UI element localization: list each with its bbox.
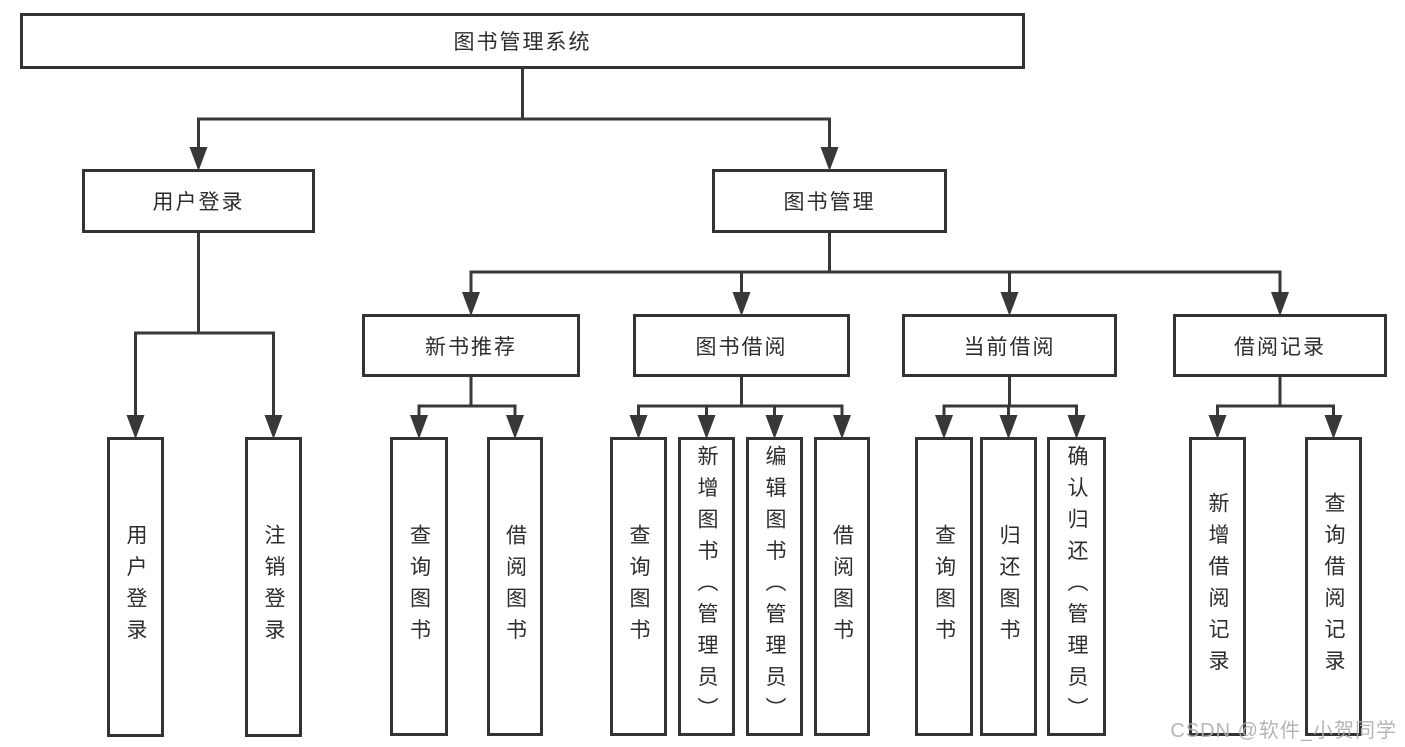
connector-arrowhead-nbr-query-books (410, 415, 428, 439)
node-cb-confirm-return: 确认归还（管理员） (1047, 437, 1106, 736)
node-book-mgmt: 图书管理 (712, 169, 947, 233)
connector-arrowhead-book-mgmt (820, 147, 839, 171)
node-bb-query-books: 查询图书 (610, 437, 667, 736)
node-label-cb-return-books: 归还图书 (997, 523, 1020, 650)
node-user-login-op: 用户登录 (107, 437, 164, 737)
node-nbr-query-books: 查询图书 (390, 437, 448, 736)
node-nbr-borrow-books: 借阅图书 (487, 437, 543, 736)
connector-arrowhead-borrow-records (1271, 292, 1289, 316)
connector-arrowhead-logout-op (264, 415, 283, 439)
node-label-root: 图书管理系统 (453, 31, 592, 54)
node-user-login: 用户登录 (82, 169, 315, 233)
node-label-bb-add-books: 新增图书（管理员） (695, 444, 718, 729)
node-borrow-records: 借阅记录 (1173, 314, 1387, 377)
node-label-cb-confirm-return: 确认归还（管理员） (1065, 444, 1088, 729)
node-br-add-record: 新增借阅记录 (1189, 437, 1246, 736)
connector-arrowhead-bb-borrow-books (833, 415, 851, 439)
connector-arrowhead-br-query-record (1324, 415, 1343, 439)
node-bb-edit-books: 编辑图书（管理员） (746, 437, 803, 736)
node-label-br-add-record: 新增借阅记录 (1206, 492, 1229, 681)
node-br-query-record: 查询借阅记录 (1305, 437, 1362, 736)
node-label-bb-edit-books: 编辑图书（管理员） (763, 444, 786, 729)
node-label-book-mgmt: 图书管理 (783, 191, 876, 214)
connector-arrowhead-user-login-op (126, 415, 145, 439)
node-cb-return-books: 归还图书 (980, 437, 1037, 736)
node-logout-op: 注销登录 (245, 437, 302, 737)
connector-arrowhead-br-add-record (1208, 415, 1227, 439)
connector-arrowhead-current-borrow (1000, 292, 1019, 316)
node-label-new-book-rec: 新书推荐 (425, 335, 517, 359)
connector-arrowhead-new-book-rec (462, 292, 480, 316)
node-label-cb-query-books: 查询图书 (932, 523, 956, 650)
node-label-nbr-query-books: 查询图书 (407, 523, 431, 650)
node-label-borrow-records: 借阅记录 (1234, 335, 1326, 359)
node-cb-query-books: 查询图书 (915, 437, 973, 736)
connector-arrowhead-user-login (189, 147, 208, 171)
connector-arrowhead-cb-return-books (999, 415, 1018, 439)
node-label-book-borrow: 图书借阅 (695, 335, 788, 359)
connector-arrowhead-bb-add-books (697, 415, 716, 439)
node-label-bb-query-books: 查询图书 (627, 523, 650, 650)
node-bb-add-books: 新增图书（管理员） (678, 437, 735, 736)
connector-arrowhead-bb-query-books (629, 415, 648, 439)
node-label-br-query-record: 查询借阅记录 (1322, 492, 1345, 681)
connector-arrowhead-bb-edit-books (765, 415, 784, 439)
connector-arrowhead-book-borrow (732, 292, 751, 316)
connector-arrowhead-cb-confirm-return (1067, 415, 1086, 439)
node-label-user-login: 用户登录 (152, 191, 245, 214)
node-label-current-borrow: 当前借阅 (963, 335, 1056, 359)
node-book-borrow: 图书借阅 (633, 314, 850, 377)
node-label-logout-op: 注销登录 (262, 524, 285, 650)
watermark-text: CSDN @软件_小贺同学 (1170, 720, 1397, 742)
connector-arrowhead-nbr-borrow-books (506, 415, 524, 439)
node-root: 图书管理系统 (20, 13, 1025, 69)
node-new-book-rec: 新书推荐 (362, 314, 580, 377)
node-label-nbr-borrow-books: 借阅图书 (503, 523, 527, 650)
node-label-bb-borrow-books: 借阅图书 (830, 523, 854, 650)
connector-arrowhead-cb-query-books (935, 415, 953, 439)
node-bb-borrow-books: 借阅图书 (814, 437, 870, 736)
node-current-borrow: 当前借阅 (902, 314, 1117, 377)
node-label-user-login-op: 用户登录 (124, 524, 147, 650)
